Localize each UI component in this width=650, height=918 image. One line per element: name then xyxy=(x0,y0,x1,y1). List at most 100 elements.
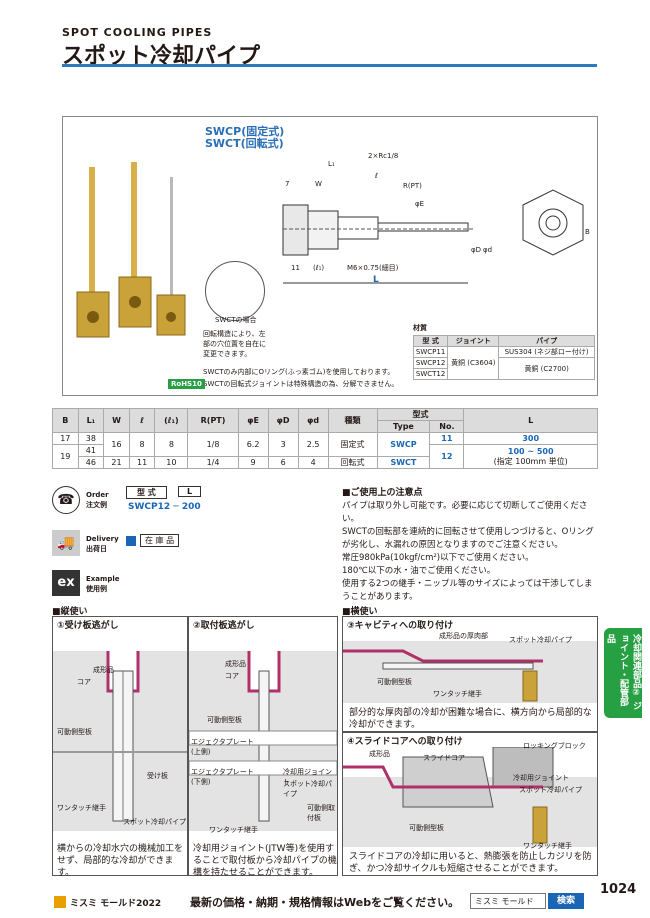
footer: ミスミ モールド2022 最新の価格・納期・規格情報はWebをご覧ください。 ミ… xyxy=(0,882,650,918)
dim-L1: L₁ xyxy=(328,160,335,168)
order-col-L: L xyxy=(178,486,202,497)
label: 可動側型板 xyxy=(57,728,92,736)
caution-item: 180℃以下の水・油でご使用ください。 xyxy=(342,566,496,576)
order-col-type: 型 式 xyxy=(126,486,167,499)
spec-table: B L₁ W ℓ (ℓ₁) R(PT) φE φD φd 種類 型式 L Typ… xyxy=(52,408,598,469)
spec-h-L1: L₁ xyxy=(77,408,105,433)
label: ワンタッチ継手 xyxy=(523,842,572,850)
product-box: SWCP(固定式) SWCT(回転式) L₁ 2×Rc1/8 7 W ℓ R(P… xyxy=(62,116,598,396)
spec-h-L: L xyxy=(463,408,598,433)
misumi-logo-icon xyxy=(54,896,66,908)
footer-search-box[interactable]: ミスミ モールド xyxy=(470,893,546,909)
spec-cell: 19 xyxy=(52,444,79,469)
spec-cell: 3 xyxy=(267,432,299,457)
swct-detail-circle xyxy=(205,261,265,321)
spec-cell: 回転式 xyxy=(327,456,378,469)
spec-h-R: R(PT) xyxy=(187,408,239,433)
order-label-jp: 注文例 xyxy=(86,501,107,509)
label: スポット冷却パイプ xyxy=(509,636,572,644)
spec-cell: 固定式 xyxy=(327,432,378,457)
footer-brand: ミスミ モールド2022 xyxy=(70,899,162,909)
cautions-title: ■ご使用上の注意点 xyxy=(342,488,423,498)
spec-cell: 16 xyxy=(103,432,130,457)
panel-title: ③キャビティへの取り付け xyxy=(347,621,454,631)
caution-item: SWCTの回転部を連続的に回転させて使用しつづけると、Oリングが劣化し、水漏れの… xyxy=(342,527,594,550)
product-photo xyxy=(76,162,186,338)
caution-item: パイプは取り外し可能です。必要に応じて切断してご使用ください。 xyxy=(342,501,588,524)
vertical-heading: ■縦使い xyxy=(52,607,88,617)
cautions-list: パイプは取り外し可能です。必要に応じて切断してご使用ください。 SWCTの回転部… xyxy=(342,500,600,604)
spec-cell: 10 xyxy=(154,456,189,469)
usage-panel-2: ②取付板逃がし 成形品 コア 可動側型板 エジェクタプレート(上側) エジェクタ… xyxy=(188,616,338,878)
rohs-badge: RoHS10 xyxy=(168,379,205,389)
panel-title: ④スライドコアへの取り付け xyxy=(347,737,463,747)
spec-cell: 11 xyxy=(429,432,465,445)
spec-h-l: ℓ xyxy=(128,408,156,433)
stock-badge: 在 庫 品 xyxy=(140,534,180,547)
spec-cell: 1/4 xyxy=(187,456,239,469)
footer-search-button[interactable]: 検索 xyxy=(548,893,584,909)
spec-h-E: φE xyxy=(237,408,269,433)
dim-w: W xyxy=(315,180,322,188)
panel3-drawing xyxy=(343,641,597,703)
spec-h-l1: (ℓ₁) xyxy=(154,408,189,433)
spec-cell: 41 xyxy=(77,444,105,457)
usage-panel-1: ①受け板逃がし 成形品 コア 可動側型板 受け板 ワンタッチ継手 スポット冷却パ… xyxy=(52,616,188,878)
dim-rpt: R(PT) xyxy=(403,182,422,190)
label: 受け板 xyxy=(147,772,168,780)
panel-caption: 部分的な厚肉部の冷却が困難な場合に、横方向から局部的な冷却ができます。 xyxy=(349,708,592,730)
spec-h-no: No. xyxy=(429,420,465,433)
stock-icon xyxy=(126,536,136,546)
dim-B: B xyxy=(585,228,590,236)
spec-cell: 38 xyxy=(77,432,105,445)
spec-cell: 1/8 xyxy=(187,432,239,457)
panel-caption: 横からの冷却水穴の機械加工をせず、局部的な冷却ができます。 xyxy=(57,844,184,878)
page-number: 1024 xyxy=(600,882,637,897)
spec-h-D: φD xyxy=(267,408,299,433)
dim-eleven: 11 xyxy=(291,264,300,272)
label: ワンタッチ継手 xyxy=(57,804,106,812)
mat-joint: 黄銅 (C3604) xyxy=(447,346,500,380)
label: スライドコア xyxy=(423,754,465,762)
swct-case-label: SWCTの場合 xyxy=(215,316,257,324)
dim-rc: 2×Rc1/8 xyxy=(368,152,399,160)
label: 可動側型板 xyxy=(409,824,444,832)
label: 成形品 xyxy=(225,660,246,668)
swcp-label: SWCP(固定式) xyxy=(205,125,285,138)
footer-notice: 最新の価格・納期・規格情報はWebをご覧ください。 xyxy=(190,896,460,909)
category-side-tab[interactable]: 冷却関連部品② ジョイント・配管部品 xyxy=(604,628,642,718)
spec-h-type: Type xyxy=(376,420,431,433)
label: 冷却用ジョイント xyxy=(283,768,332,786)
spec-h-model: 型式 xyxy=(376,408,465,421)
panel-title: ②取付板逃がし xyxy=(193,621,255,631)
label: 可動側型板 xyxy=(207,716,242,724)
ex-icon: ex xyxy=(52,570,80,596)
spec-L-range: 100 ~ 500 xyxy=(507,446,554,456)
mat-header-pipe: パイプ xyxy=(498,335,595,347)
spec-h-B: B xyxy=(52,408,79,433)
label: ワンタッチ継手 xyxy=(433,690,482,698)
label: コア xyxy=(77,678,91,686)
example-label-en: Example xyxy=(86,575,120,583)
spec-h-d: φd xyxy=(297,408,329,433)
mat-type: SWCP12 xyxy=(412,357,449,369)
panel4-drawing xyxy=(343,747,597,847)
label: 冷却用ジョイント xyxy=(513,774,569,782)
panel2-drawing xyxy=(189,651,337,831)
note-nodisassemble: SWCTの回転式ジョイントは特殊構造の為、分解できません。 xyxy=(203,380,399,388)
mat-pipe: 黄銅 (C2700) xyxy=(498,357,595,380)
dim-l: ℓ xyxy=(375,172,378,180)
spec-cell: 6.2 xyxy=(237,432,269,457)
mat-type: SWCP11 xyxy=(412,346,449,358)
mat-pipe: SUS304 (ネジ部ロー付け) xyxy=(498,346,595,358)
panel-caption: 冷却用ジョイント(JTW等)を使用することで取付板から冷却パイプの機構を持たせる… xyxy=(193,844,337,878)
note-oring: SWCTのみ内部にOリング(ふっ素ゴム)を使用しております。 xyxy=(203,368,395,376)
materials-title: 材質 xyxy=(413,324,427,332)
spec-cell: SWCP xyxy=(376,432,431,457)
spec-cell: 6 xyxy=(267,456,299,469)
spec-cell: 11 xyxy=(128,456,156,469)
mat-header-joint: ジョイント xyxy=(447,335,500,347)
spec-cell: SWCT xyxy=(376,456,431,469)
label: 成形品 xyxy=(369,750,390,758)
spec-cell: 46 xyxy=(77,456,105,469)
